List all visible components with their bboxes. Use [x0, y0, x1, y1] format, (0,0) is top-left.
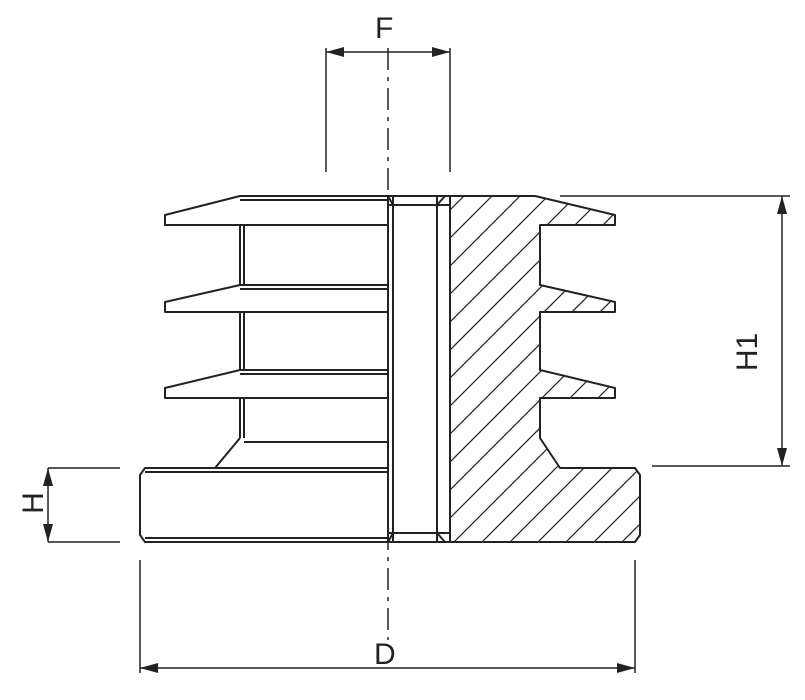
hatch-line — [619, 196, 640, 542]
hatch-line — [0, 100, 392, 600]
dimension-label-h: H — [17, 492, 50, 514]
hatch-line — [450, 196, 640, 542]
hatch-line — [788, 100, 805, 600]
bore — [387, 195, 451, 543]
hatch-line — [535, 196, 640, 542]
hatch-line — [591, 196, 640, 542]
dimension-lines — [43, 47, 790, 673]
hatch-line — [507, 196, 640, 542]
hatch-line — [450, 196, 640, 542]
hatch-line — [0, 100, 448, 600]
part-outline-left — [139, 195, 389, 543]
hatch-line — [450, 196, 640, 542]
hatch-line — [450, 196, 533, 542]
section-hatch — [0, 100, 805, 600]
hatch-line — [450, 196, 477, 542]
hatch-line — [479, 196, 640, 542]
hatch-line — [450, 196, 561, 542]
dimension-label-d: D — [374, 638, 396, 671]
hatch-line — [450, 196, 589, 542]
hatch-line — [451, 196, 640, 542]
hatch-line — [0, 100, 364, 600]
hatch-line — [450, 196, 640, 542]
hatch-line — [450, 196, 640, 542]
hatch-line — [450, 196, 640, 542]
section-outline — [449, 195, 641, 543]
dimension-label-h1: H1 — [731, 332, 764, 372]
hatch-line — [450, 196, 505, 542]
hatch-line — [563, 196, 640, 542]
hatch-line — [0, 100, 420, 600]
dimension-label-f: F — [375, 12, 394, 45]
flange — [139, 467, 388, 543]
